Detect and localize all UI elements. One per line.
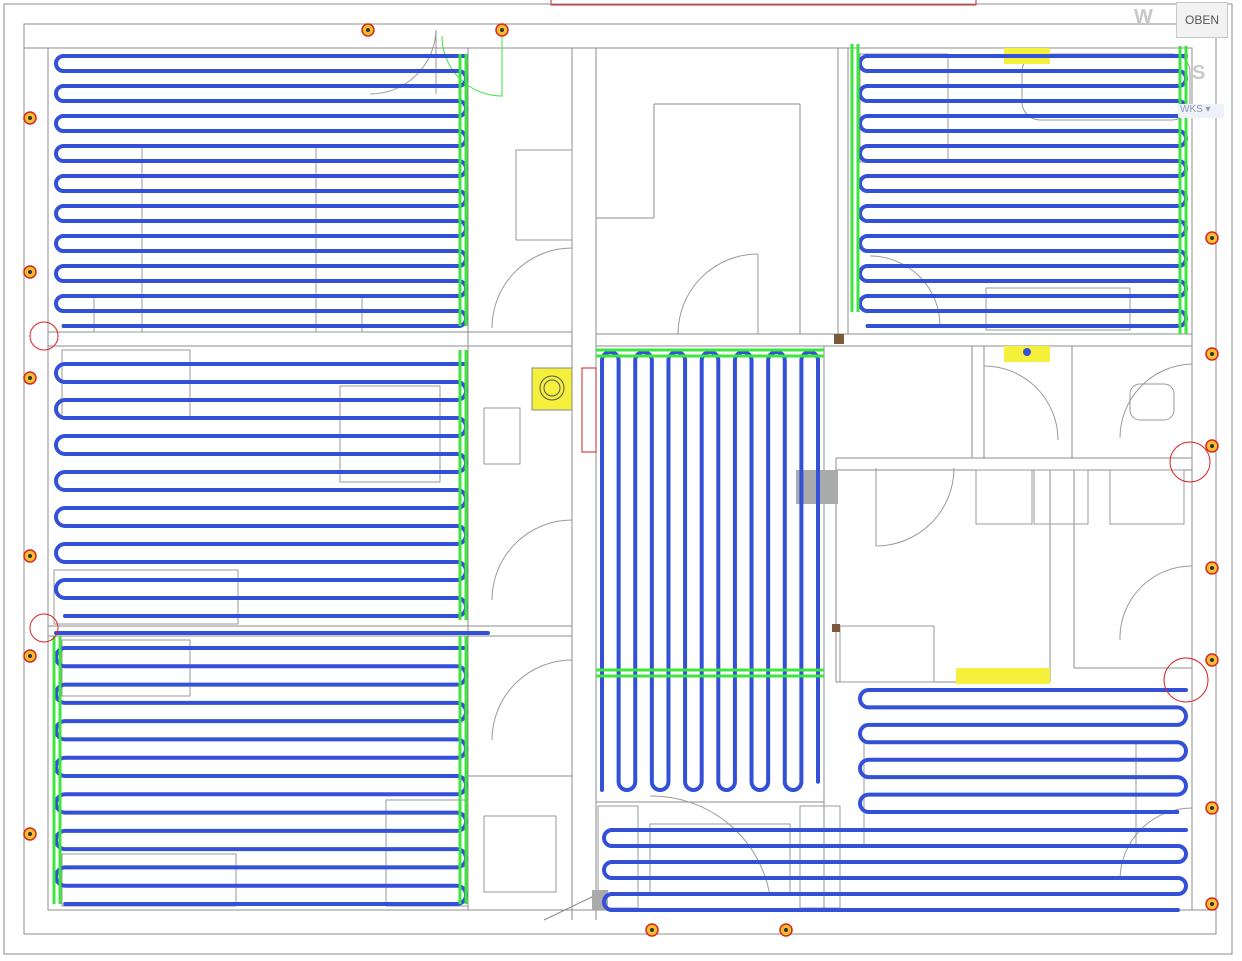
red-arc-outlet-2 [29,613,59,643]
socket-icon [1205,347,1219,361]
yellow-highlights [531,48,1050,910]
socket-icon [361,23,375,37]
view-cube[interactable]: W OBEN S WKS ▾ [1130,2,1238,122]
socket-icon [1205,439,1219,453]
green-door-swing [441,35,503,97]
coordinate-system-dropdown[interactable]: WKS ▾ [1178,104,1224,118]
selection-frame [550,0,977,6]
view-cube-top-face[interactable]: OBEN [1176,2,1228,38]
manifold-lines [52,44,1188,904]
socket-icon [23,371,37,385]
socket-icon [23,265,37,279]
socket-icon [23,111,37,125]
socket-icons [23,23,1219,937]
socket-icon [23,549,37,563]
junction-marker [834,334,844,344]
view-cube-south[interactable]: S [1192,62,1206,84]
socket-icon [1205,801,1219,815]
socket-icon [1205,653,1219,667]
coord-label: WKS [1180,104,1203,115]
fixtures [53,53,1191,909]
socket-icon [1205,897,1219,911]
socket-icon [1205,231,1219,245]
socket-icon [645,923,659,937]
socket-icon [495,23,509,37]
socket-icon [1205,561,1219,575]
socket-icon [23,649,37,663]
red-arc-outlet-3 [1169,441,1211,483]
socket-icon [23,827,37,841]
socket-icon [779,923,793,937]
exterior-walls [3,3,1233,955]
view-cube-west[interactable]: W [1134,6,1153,28]
red-arc-outlet [29,321,59,351]
red-arc-outlet-4 [1163,657,1209,703]
heating-pipes [54,54,1188,912]
junction-marker-2 [832,624,840,632]
